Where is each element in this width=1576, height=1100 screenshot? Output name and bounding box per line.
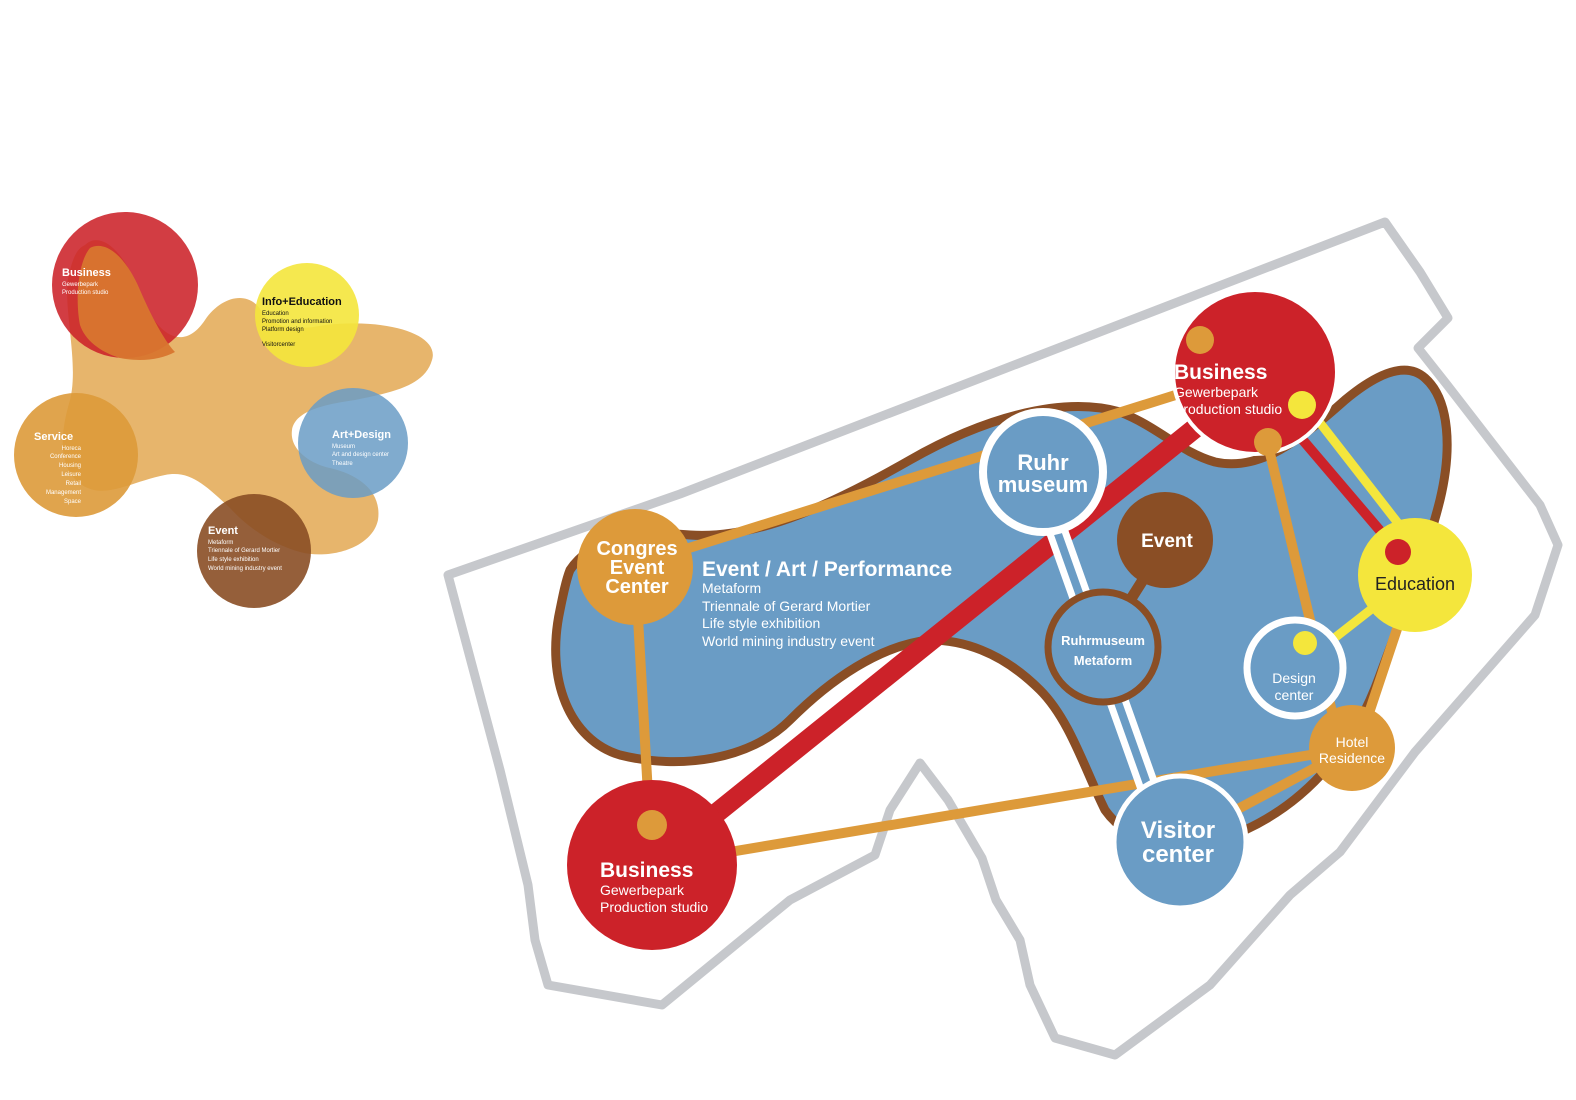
legend-art-title: Art+Design — [332, 429, 391, 441]
site-map: Business Gewerbepark Production studio C… — [443, 217, 1563, 1060]
node-business-bottom-dot — [637, 810, 667, 840]
congres-line: Event — [610, 557, 665, 579]
legend-art-circle — [298, 388, 408, 498]
legend-service-title: Service — [34, 431, 73, 443]
legend-art-line: Art and design center — [332, 452, 389, 458]
legend-service-line: Leisure — [61, 472, 81, 478]
node-design-center-dot — [1293, 631, 1317, 655]
legend-info-line: Promotion and information — [262, 319, 332, 325]
link-business-hotel — [647, 743, 1357, 870]
design-center-line: Design — [1272, 670, 1316, 686]
node-design-center — [1243, 616, 1347, 720]
legend-info-extra: Visitorcenter — [262, 342, 295, 348]
legend-service-line: Retail — [66, 481, 81, 487]
business-top-line: Gewerbepark — [1174, 384, 1259, 400]
business-bottom-title: Business — [600, 859, 693, 882]
ruhr-museum-line: Ruhr — [1017, 450, 1069, 475]
legend-cluster: Business Gewerbepark Production studio I… — [14, 212, 433, 608]
legend-art-line: Theatre — [332, 461, 353, 467]
hotel-line: Hotel — [1336, 734, 1369, 750]
link-congres-business-top — [630, 365, 1260, 570]
legend-service-line: Space — [64, 499, 82, 505]
legend-event-line: World mining industry event — [208, 566, 282, 572]
legend-info-line: Education — [262, 311, 289, 317]
legend-art-line: Museum — [332, 444, 355, 450]
design-center-line: center — [1275, 687, 1314, 703]
legend-event-title: Event — [208, 525, 238, 537]
business-bottom-line: Gewerbepark — [600, 882, 685, 898]
node-business-top-dot — [1186, 326, 1214, 354]
legend-event-line: Triennale of Gerard Mortier — [208, 548, 280, 554]
legend-business-line: Production studio — [62, 290, 109, 296]
hotel-line: Residence — [1319, 750, 1385, 766]
business-bottom-line: Production studio — [600, 899, 708, 915]
link-business-diagonal — [642, 370, 1265, 875]
legend-business-line: Gewerbepark — [62, 282, 99, 288]
visitor-center-line: center — [1142, 841, 1214, 868]
node-visitor-center — [1111, 773, 1249, 911]
legend-business-overlap — [77, 245, 175, 360]
congres-line: Center — [605, 576, 669, 598]
legend-service-line: Management — [46, 490, 81, 496]
business-top-line: Production studio — [1174, 401, 1282, 417]
node-ruhr-museum — [979, 408, 1107, 536]
event-art-line: Life style exhibition — [702, 615, 820, 631]
node-ruhrmuseum-metaform — [1044, 588, 1162, 706]
node-business-top-dot — [1288, 391, 1316, 419]
visitor-center-line: Visitor — [1141, 817, 1215, 844]
node-hotel — [1309, 705, 1395, 791]
legend-service-line: Housing — [59, 463, 81, 469]
legend-info-line: Platform design — [262, 327, 304, 333]
node-business-bottom — [567, 780, 737, 950]
legend-business-title: Business — [62, 267, 111, 279]
event-art-title: Event / Art / Performance — [702, 558, 952, 581]
legend-info-circle — [255, 263, 359, 367]
legend-event-line: Life style exhibition — [208, 557, 259, 563]
event-title: Event — [1141, 531, 1193, 552]
legend-event-circle — [197, 494, 311, 608]
legend-event-line: Metaform — [208, 540, 233, 546]
legend-service-line: Conference — [50, 454, 82, 460]
congres-line: Congres — [596, 538, 677, 560]
node-event — [1117, 492, 1213, 588]
event-art-line: Triennale of Gerard Mortier — [702, 598, 871, 614]
node-congres — [577, 509, 693, 625]
node-business-top-dot — [1254, 428, 1282, 456]
ruhrmuseum-metaform-line: Ruhrmuseum — [1061, 633, 1145, 648]
event-art-line: World mining industry event — [702, 633, 875, 649]
legend-info-title: Info+Education — [262, 296, 342, 308]
node-education-dot — [1385, 539, 1411, 565]
ruhr-museum-line: museum — [998, 472, 1088, 497]
legend-service-line: Horeca — [62, 446, 82, 452]
legend-service-circle — [14, 393, 138, 517]
event-art-line: Metaform — [702, 580, 761, 596]
education-title: Education — [1375, 574, 1455, 594]
business-top-title: Business — [1174, 361, 1267, 384]
ruhrmuseum-metaform-line: Metaform — [1074, 653, 1133, 668]
